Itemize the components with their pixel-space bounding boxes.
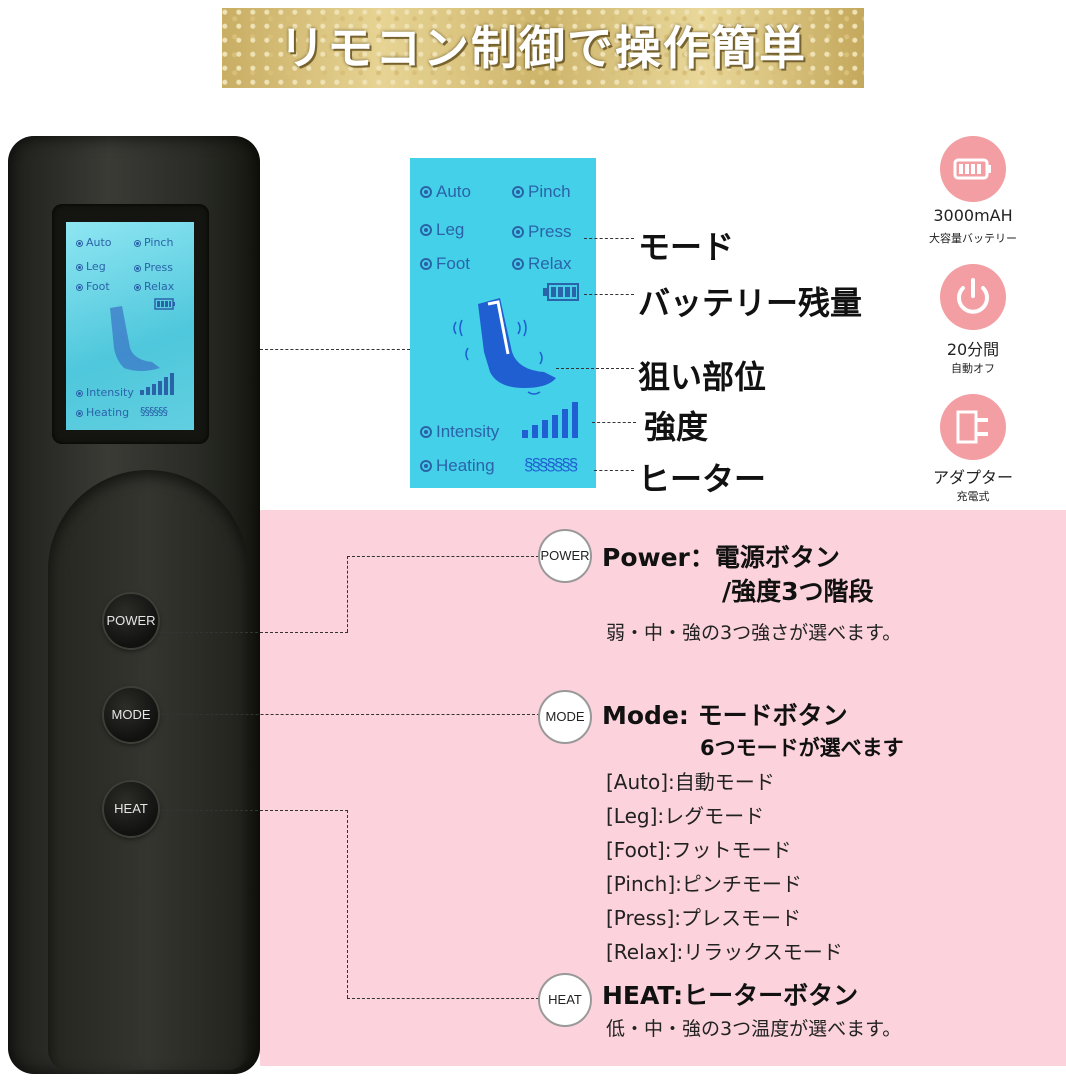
mode-button[interactable]: MODE [104, 688, 158, 742]
lcd-mode-foot: Foot [76, 280, 110, 293]
feature-battery-title: 3000mAH [933, 206, 1013, 225]
heat-description: 低・中・強の3つ温度が選べます。 [606, 1018, 902, 1040]
lcd-heating: Heating [76, 406, 129, 419]
display-mode-foot: Foot [420, 254, 470, 274]
power-connector-h2 [347, 556, 539, 557]
lcd-mode-auto: Auto [76, 236, 112, 249]
power-subheading: /強度3つ階段 [722, 577, 874, 606]
feature-adapter-title: アダプター [932, 468, 1013, 487]
power-connector-v [347, 556, 348, 632]
callout-line-battery [584, 294, 634, 295]
display-intensity: Intensity [420, 422, 499, 442]
power-description: 弱・中・強の3つ強さが選べます。 [606, 622, 902, 644]
power-feature-icon [940, 264, 1006, 330]
display-mode-auto: Auto [420, 182, 471, 202]
heat-connector-v [347, 810, 348, 998]
mode-line-pinch: [Pinch]:ピンチモード [606, 872, 802, 896]
title-banner-bg [222, 8, 864, 88]
button-description-panel [260, 510, 1066, 1066]
page-title: リモコン制御で操作簡単 [279, 21, 807, 75]
display-leg-icon [453, 298, 556, 395]
mode-badge: MODE [538, 690, 592, 744]
lcd-intensity-bars-icon [140, 373, 174, 395]
mode-line-auto: [Auto]:自動モード [606, 770, 775, 794]
display-mode-pinch: Pinch [512, 182, 571, 202]
mode-heading: Mode: モードボタン [602, 701, 848, 730]
power-heading: Power：電源ボタン [602, 543, 840, 572]
power-connector-h1 [160, 632, 348, 633]
mode-line-leg: [Leg]:レグモード [606, 804, 765, 828]
lcd-mode-press: Press [134, 261, 173, 274]
feature-timer-sub: 自動オフ [951, 362, 995, 375]
remote-lcd-screen: Auto Pinch Leg Press Foot Relax Intensit… [66, 222, 194, 430]
heat-button[interactable]: HEAT [104, 782, 158, 836]
lcd-battery-icon [154, 298, 175, 310]
plug-feature-icon [940, 394, 1006, 460]
heat-connector-h2 [347, 998, 539, 999]
battery-feature-icon [940, 136, 1006, 202]
lcd-intensity: Intensity [76, 386, 134, 399]
feature-adapter-sub: 充電式 [956, 490, 990, 503]
feature-timer-title: 20分間 [946, 340, 1000, 359]
heat-connector-h1 [160, 810, 348, 811]
heat-heading: HEAT:ヒーターボタン [602, 981, 859, 1010]
mode-subheading: 6つモードが選べます [700, 736, 904, 760]
heat-badge: HEAT [538, 973, 592, 1027]
display-heating: Heating [420, 456, 495, 476]
callout-target: 狙い部位 [638, 358, 767, 396]
callout-line-mode [584, 238, 634, 239]
display-intensity-bars-icon [522, 402, 578, 438]
display-battery-icon [543, 283, 579, 301]
callout-line-target [556, 368, 634, 369]
feature-battery-sub: 大容量バッテリー [929, 232, 1017, 245]
display-mode-relax: Relax [512, 254, 571, 274]
lcd-leg-icon [110, 306, 160, 371]
lcd-mode-pinch: Pinch [134, 236, 173, 249]
remote-lower-panel [48, 470, 248, 1070]
display-heat-waves-icon: §§§§§§§ [524, 455, 578, 474]
callout-line-intensity [592, 422, 636, 423]
callout-heater: ヒーター [638, 460, 767, 498]
lcd-mode-leg: Leg [76, 260, 106, 273]
mode-line-press: [Press]:プレスモード [606, 906, 801, 930]
callout-battery: バッテリー残量 [638, 284, 863, 322]
display-mode-press: Press [512, 222, 571, 242]
power-badge: POWER [538, 529, 592, 583]
mode-line-foot: [Foot]:フットモード [606, 838, 792, 862]
power-button[interactable]: POWER [104, 594, 158, 648]
mode-line-relax: [Relax]:リラックスモード [606, 940, 843, 964]
display-mode-leg: Leg [420, 220, 464, 240]
screen-connector-line [260, 349, 410, 350]
callout-line-heater [594, 470, 634, 471]
callout-intensity: 強度 [644, 408, 709, 446]
lcd-heat-waves-icon: §§§§§§ [140, 405, 168, 418]
display-diagram: Auto Pinch Leg Press Foot Relax Intensit… [410, 158, 596, 488]
lcd-mode-relax: Relax [134, 280, 174, 293]
callout-mode: モード [638, 228, 735, 266]
mode-connector [160, 714, 540, 715]
